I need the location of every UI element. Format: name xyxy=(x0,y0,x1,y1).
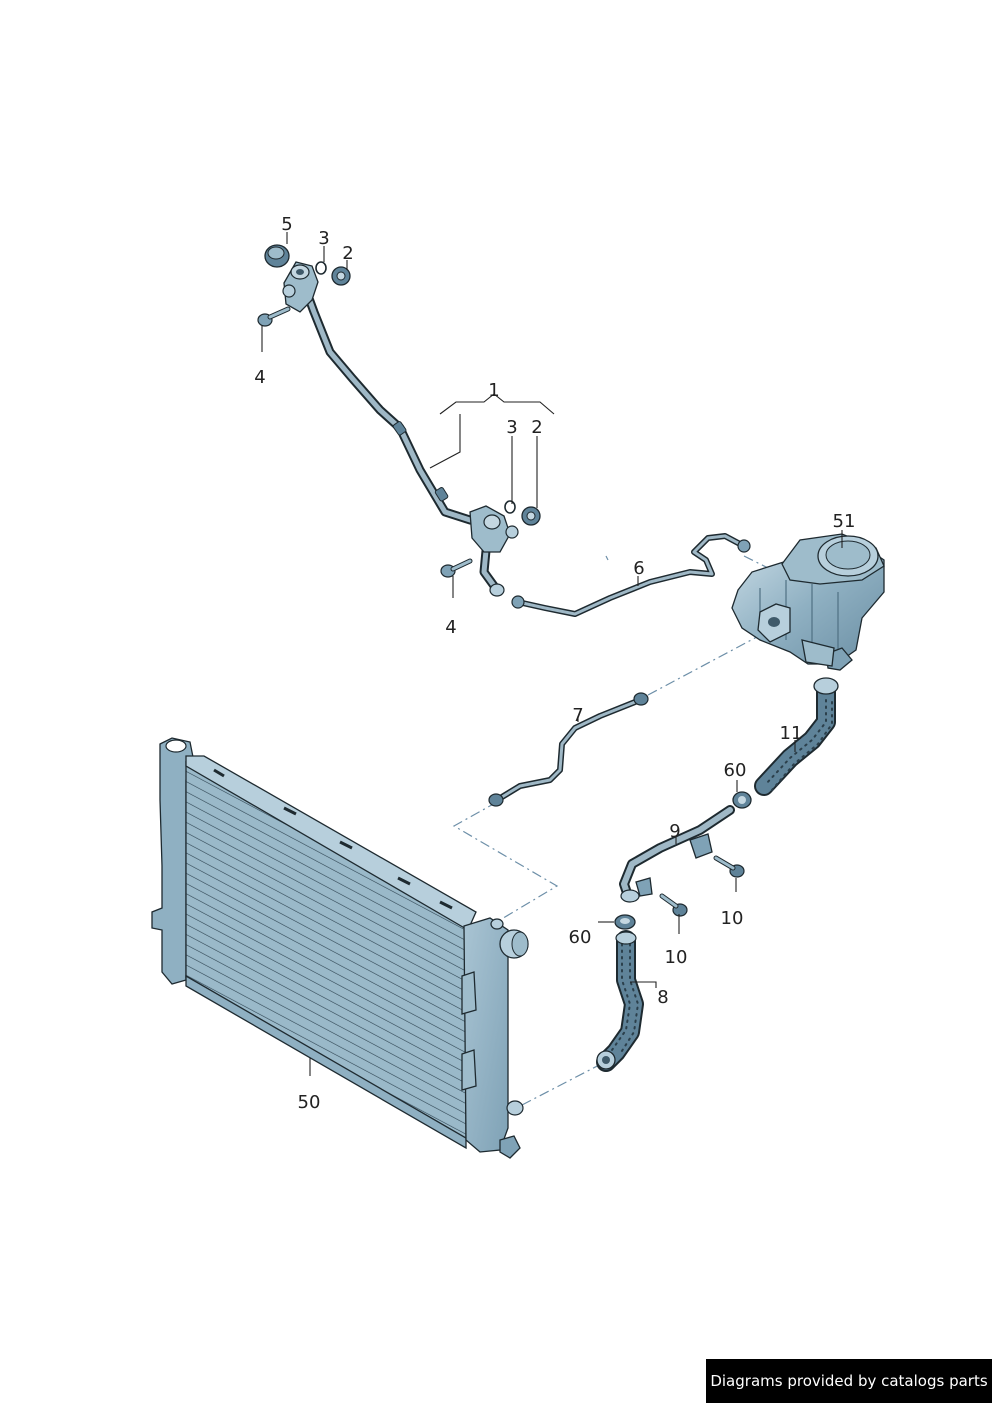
callout-11: 11 xyxy=(780,723,803,744)
connection-dash-lines xyxy=(452,555,781,1106)
callout-1: 1 xyxy=(488,380,499,401)
vent-hose-6 xyxy=(511,533,751,617)
callout-4-upper: 4 xyxy=(254,367,265,388)
clamp-60-upper xyxy=(732,791,752,809)
bolt-10-right xyxy=(713,855,745,878)
callout-2-upper: 2 xyxy=(342,243,353,264)
expansion-tank-51 xyxy=(731,533,885,671)
bolt-4-upper xyxy=(257,306,291,327)
o-ring-3-upper xyxy=(315,261,327,275)
callout-3-middle: 3 xyxy=(506,417,517,438)
callout-60-lower: 60 xyxy=(569,927,592,948)
callout-2-middle: 2 xyxy=(531,417,542,438)
bolt-4-middle xyxy=(440,558,473,578)
coolant-pipe-1 xyxy=(299,280,502,595)
callout-9: 9 xyxy=(669,821,680,842)
coolant-hose-8 xyxy=(596,930,644,1072)
callout-50: 50 xyxy=(298,1092,321,1113)
middle-pipe-fitting xyxy=(469,505,519,597)
clamp-60-lower xyxy=(614,914,636,930)
callout-7: 7 xyxy=(572,705,583,726)
callout-labels: 1 2 2 3 3 4 4 5 6 7 8 9 10 10 11 50 51 6… xyxy=(254,214,855,1113)
callout-10-left: 10 xyxy=(665,947,688,968)
coolant-pipe-9 xyxy=(619,805,735,903)
callout-6: 6 xyxy=(633,558,644,579)
o-ring-3-middle xyxy=(504,500,516,514)
upper-cap-5 xyxy=(264,244,290,268)
callout-51: 51 xyxy=(833,511,856,532)
callout-3-upper: 3 xyxy=(318,228,329,249)
callout-8: 8 xyxy=(657,987,668,1008)
callout-10-right: 10 xyxy=(721,908,744,929)
credit-banner: Diagrams provided by catalogs parts xyxy=(706,1359,992,1403)
upper-pipe-fitting xyxy=(282,261,319,313)
radiator-50 xyxy=(151,737,529,1159)
coolant-hose-11 xyxy=(754,677,839,796)
callout-60-upper: 60 xyxy=(724,760,747,781)
bolt-10-left xyxy=(659,893,688,917)
seal-2-middle xyxy=(521,506,541,526)
leader-lines xyxy=(261,232,843,1076)
callout-4-middle: 4 xyxy=(445,617,456,638)
seal-2-upper xyxy=(331,266,351,286)
vent-line-7 xyxy=(488,692,649,807)
callout-5: 5 xyxy=(281,214,292,235)
